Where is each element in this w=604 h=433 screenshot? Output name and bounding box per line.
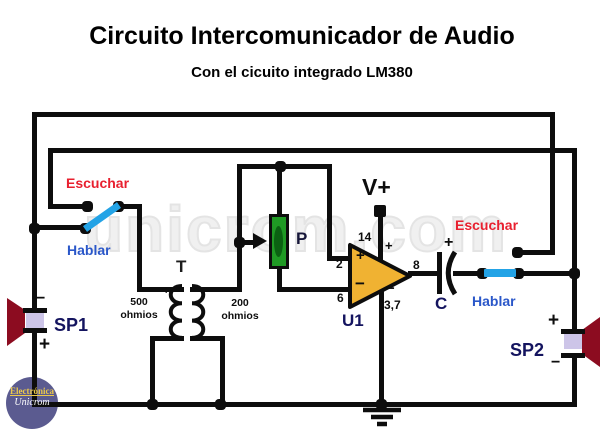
label-escuchar-right: Escuchar [455, 217, 519, 233]
label-speaker-right-ref: SP2 [510, 340, 545, 360]
wire-left-rail-lower [32, 331, 37, 407]
label-transformer-ref: T [176, 257, 187, 276]
page-subtitle: Con el cicuito integrado LM380 [191, 64, 413, 81]
mark-sp2-minus: − [551, 354, 561, 371]
label-pin-14: 14 [358, 230, 372, 244]
potentiometer[interactable] [269, 214, 289, 269]
speaker-left-plate-bottom [23, 328, 47, 333]
wire-right-rail-upper [572, 148, 577, 334]
speaker-right-plate-top [561, 329, 585, 334]
page-title: Circuito Intercomunicador de Audio [89, 22, 515, 50]
contact-right-escuchar [512, 247, 523, 258]
junction-left-rail [29, 223, 40, 234]
wire-secondary-riser [237, 164, 242, 292]
wire-pin2-drop [327, 164, 332, 261]
junction-bottom-2 [215, 399, 226, 410]
label-secondary-impedance: 200 ohmios [221, 297, 259, 322]
wire-primary-to-ground [150, 336, 155, 407]
junction-pot-top [275, 161, 286, 172]
wire-pot-bottom-drop [277, 265, 282, 292]
speaker-left-body [26, 313, 44, 328]
wire-top-rail-outer [32, 112, 555, 117]
wire-escuchar-drop-left [48, 148, 53, 209]
capacitor-plate-curved [445, 250, 458, 296]
logo-line2: Unicrom [14, 397, 50, 408]
mark-sp1-minus: − [36, 290, 46, 307]
label-pin-8: 8 [413, 258, 420, 272]
label-pin-6: 6 [337, 291, 344, 305]
junction-right-rail [569, 268, 580, 279]
speaker-right-body [564, 334, 582, 349]
wire-ic-ground [379, 289, 384, 404]
wire-pot-top-drop [277, 164, 282, 217]
speaker-left-plate-top [23, 308, 47, 313]
wire-right-escuchar-contact [519, 250, 553, 255]
mark-supply-plus: + [385, 238, 393, 253]
transformer-coils-icon [168, 284, 206, 340]
wire-secondary-top [190, 287, 242, 292]
wire-pin6 [277, 287, 355, 292]
logo-text: Electrónica Unicrom [4, 386, 60, 408]
label-escuchar-left: Escuchar [66, 175, 130, 191]
wire-left-hablar-contact [32, 225, 86, 230]
wire-right-escuchar-riser [550, 112, 555, 255]
wire-output [408, 271, 440, 276]
wire-top-rail-inner [48, 148, 577, 153]
mark-sp1-plus: + [39, 334, 51, 355]
label-pin-gnd: 3,7 [384, 298, 401, 312]
mark-primary-plus: + [163, 285, 170, 297]
watermark: unicrom.com [83, 192, 508, 266]
opamp-triangle [348, 243, 412, 309]
label-pin-2: 2 [336, 257, 343, 271]
label-primary-impedance: 500 ohmios [120, 296, 158, 321]
label-speaker-left-ref: SP1 [54, 315, 89, 335]
wire-switch-to-transformer [114, 204, 142, 209]
contact-right-common [477, 268, 488, 279]
mark-opamp-plus: + [356, 247, 365, 264]
label-pot-ref: P [296, 229, 308, 248]
switch-left-lever-icon[interactable] [76, 196, 126, 238]
label-ic-ref: U1 [342, 311, 364, 330]
wire-bottom-rail [32, 402, 577, 407]
mark-gnd-minus: − [386, 280, 395, 297]
wire-pot-wiper [239, 240, 257, 245]
mark-secondary-plus: + [196, 284, 203, 296]
wire-vcc [378, 210, 383, 265]
label-hablar-left: Hablar [67, 242, 111, 258]
mark-capacitor-plus: + [444, 234, 454, 251]
wire-secondary-to-ground [220, 336, 225, 407]
wire-primary-top [137, 287, 184, 292]
contact-right-hablar [513, 268, 524, 279]
wire-primary-bottom [150, 336, 184, 341]
wire-right-rail-lower [572, 354, 577, 407]
speaker-right-cone-icon [582, 317, 600, 367]
junction-ground [376, 399, 387, 410]
ground-icon [363, 407, 401, 427]
capacitor-plate-straight [437, 252, 442, 294]
wire-secondary-bottom [190, 336, 225, 341]
wire-primary-drop [137, 204, 142, 292]
terminal-vplus [374, 205, 386, 217]
contact-left-escuchar [82, 201, 93, 212]
speaker-left-cone-icon [7, 298, 25, 346]
label-supply: V+ [362, 174, 391, 200]
wire-left-rail-upper [32, 112, 37, 311]
junction-bottom-1 [147, 399, 158, 410]
label-capacitor-ref: C [435, 294, 448, 313]
speaker-right-plate-bottom [561, 353, 585, 358]
mark-opamp-minus: − [355, 274, 365, 293]
wire-right-link [514, 271, 577, 276]
wiper-arrow-icon [253, 233, 267, 249]
logo-line1: Electrónica [10, 386, 54, 396]
switch-right-lever-icon[interactable] [484, 269, 516, 277]
junction-wiper [234, 237, 245, 248]
wire-pin2 [327, 256, 355, 261]
wire-cap-right [453, 271, 484, 276]
label-hablar-right: Hablar [472, 293, 516, 309]
wire-left-escuchar-contact [48, 204, 86, 209]
mark-sp2-plus: + [548, 310, 560, 331]
